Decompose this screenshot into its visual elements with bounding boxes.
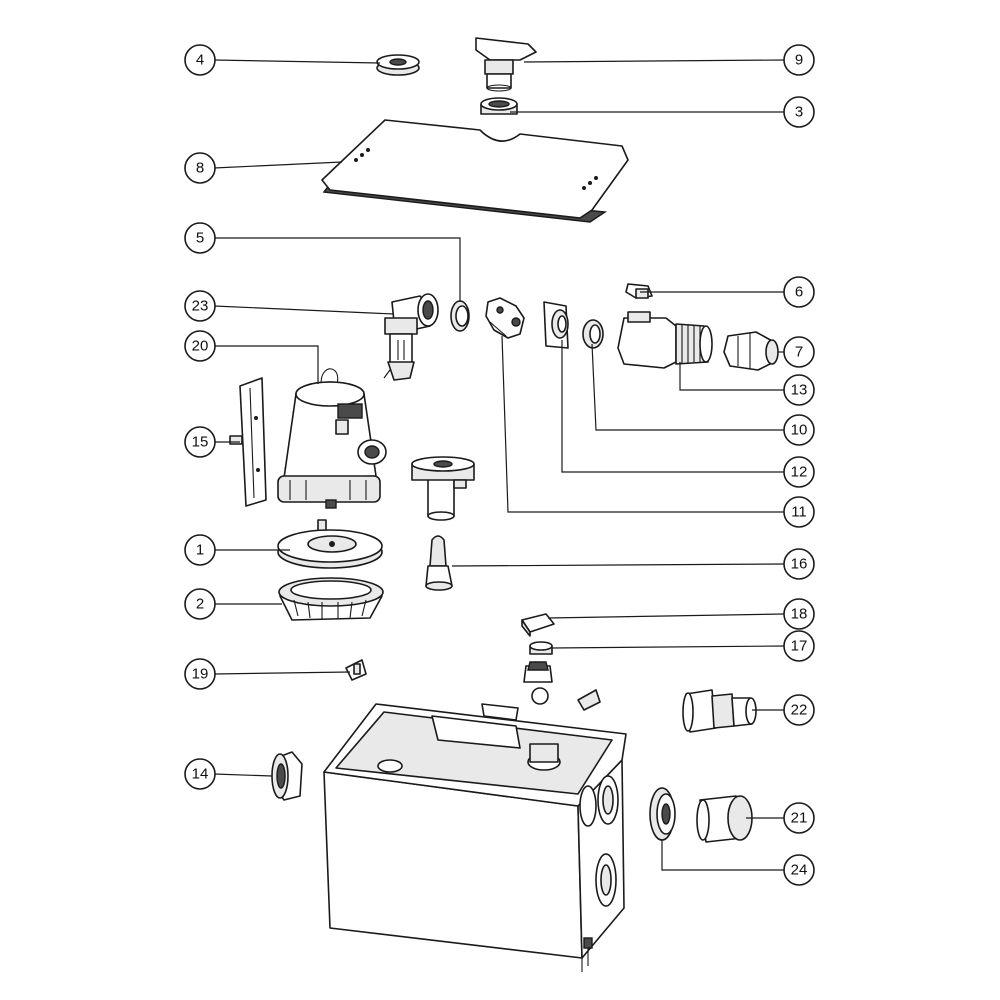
callout-19: 19 <box>184 658 216 690</box>
callout-15: 15 <box>184 426 216 458</box>
callout-3-label: 3 <box>795 104 803 121</box>
part-20-pump-motor <box>277 368 387 509</box>
callout-4: 4 <box>184 44 216 76</box>
callout-20: 20 <box>184 330 216 362</box>
callout-11-label: 11 <box>791 504 807 521</box>
part-13-outlet-body <box>617 311 713 369</box>
callout-23: 23 <box>184 290 216 322</box>
callout-11: 11 <box>783 496 815 528</box>
callout-24: 24 <box>783 854 815 886</box>
callout-17: 17 <box>783 630 815 662</box>
callout-15-label: 15 <box>192 434 209 451</box>
part-2-strainer-basket <box>278 577 384 621</box>
callout-21: 21 <box>783 802 815 834</box>
part-float-housing <box>411 456 475 521</box>
callout-24-label: 24 <box>791 862 808 879</box>
callout-2: 2 <box>184 588 216 620</box>
part-19-small-clip <box>345 659 367 681</box>
callout-22: 22 <box>783 694 815 726</box>
callout-18-label: 18 <box>791 606 808 623</box>
tank-body <box>323 703 627 972</box>
callout-19-label: 19 <box>192 666 209 683</box>
callout-6-label: 6 <box>795 284 803 301</box>
part-vent-valve <box>523 661 553 705</box>
leader-lines <box>213 59 785 871</box>
callout-6: 6 <box>783 276 815 308</box>
callout-13-label: 13 <box>791 382 808 399</box>
part-24-nut <box>649 787 676 841</box>
callout-7: 7 <box>783 336 815 368</box>
callout-16-label: 16 <box>791 556 808 573</box>
callout-21-label: 21 <box>791 810 808 827</box>
part-1-impeller-plate <box>277 519 383 569</box>
part-22-adapter <box>682 689 757 733</box>
part-3-collar-ring <box>480 97 518 115</box>
callout-14: 14 <box>184 758 216 790</box>
callout-3: 3 <box>783 96 815 128</box>
part-5-gasket <box>450 300 470 332</box>
part-6-clip <box>625 283 653 299</box>
callout-1-label: 1 <box>196 542 204 559</box>
callout-5-label: 5 <box>196 230 204 247</box>
part-4-gland-nut <box>376 54 420 76</box>
callout-9: 9 <box>783 44 815 76</box>
part-10-o-ring <box>582 319 604 349</box>
part-23-elbow-assembly <box>383 293 439 381</box>
part-16-float-stem <box>425 535 453 591</box>
callout-7-label: 7 <box>795 344 803 361</box>
callout-8-label: 8 <box>196 160 204 177</box>
callout-20-label: 20 <box>192 338 209 355</box>
part-8-lid <box>321 119 629 223</box>
part-12-valve-seat <box>543 301 569 349</box>
callout-12: 12 <box>783 456 815 488</box>
callout-17-label: 17 <box>791 638 808 655</box>
callout-22-label: 22 <box>791 702 808 719</box>
part-7-coupling-nut <box>723 331 779 371</box>
callout-9-label: 9 <box>795 52 803 69</box>
callout-10-label: 10 <box>791 422 808 439</box>
part-14-threaded-socket <box>271 751 303 801</box>
callout-18: 18 <box>783 598 815 630</box>
callout-4-label: 4 <box>196 52 204 69</box>
callout-13: 13 <box>783 374 815 406</box>
part-18-cap <box>521 613 555 637</box>
callout-12-label: 12 <box>791 464 808 481</box>
callout-2-label: 2 <box>196 596 204 613</box>
part-15-bracket <box>229 377 267 507</box>
callout-16: 16 <box>783 548 815 580</box>
part-21-plug <box>696 795 753 843</box>
callout-14-label: 14 <box>192 766 209 783</box>
callout-8: 8 <box>184 152 216 184</box>
part-11-check-valve <box>485 297 525 339</box>
callout-23-label: 23 <box>192 298 209 315</box>
part-17-filter-disc <box>529 641 553 655</box>
part-9-outlet-elbow <box>475 37 537 92</box>
part-tank-clip <box>577 689 601 711</box>
callout-1: 1 <box>184 534 216 566</box>
callout-10: 10 <box>783 414 815 446</box>
callouts: 4 8 5 23 20 15 1 2 19 14 9 3 6 7 13 10 1… <box>184 44 815 886</box>
callout-5: 5 <box>184 222 216 254</box>
